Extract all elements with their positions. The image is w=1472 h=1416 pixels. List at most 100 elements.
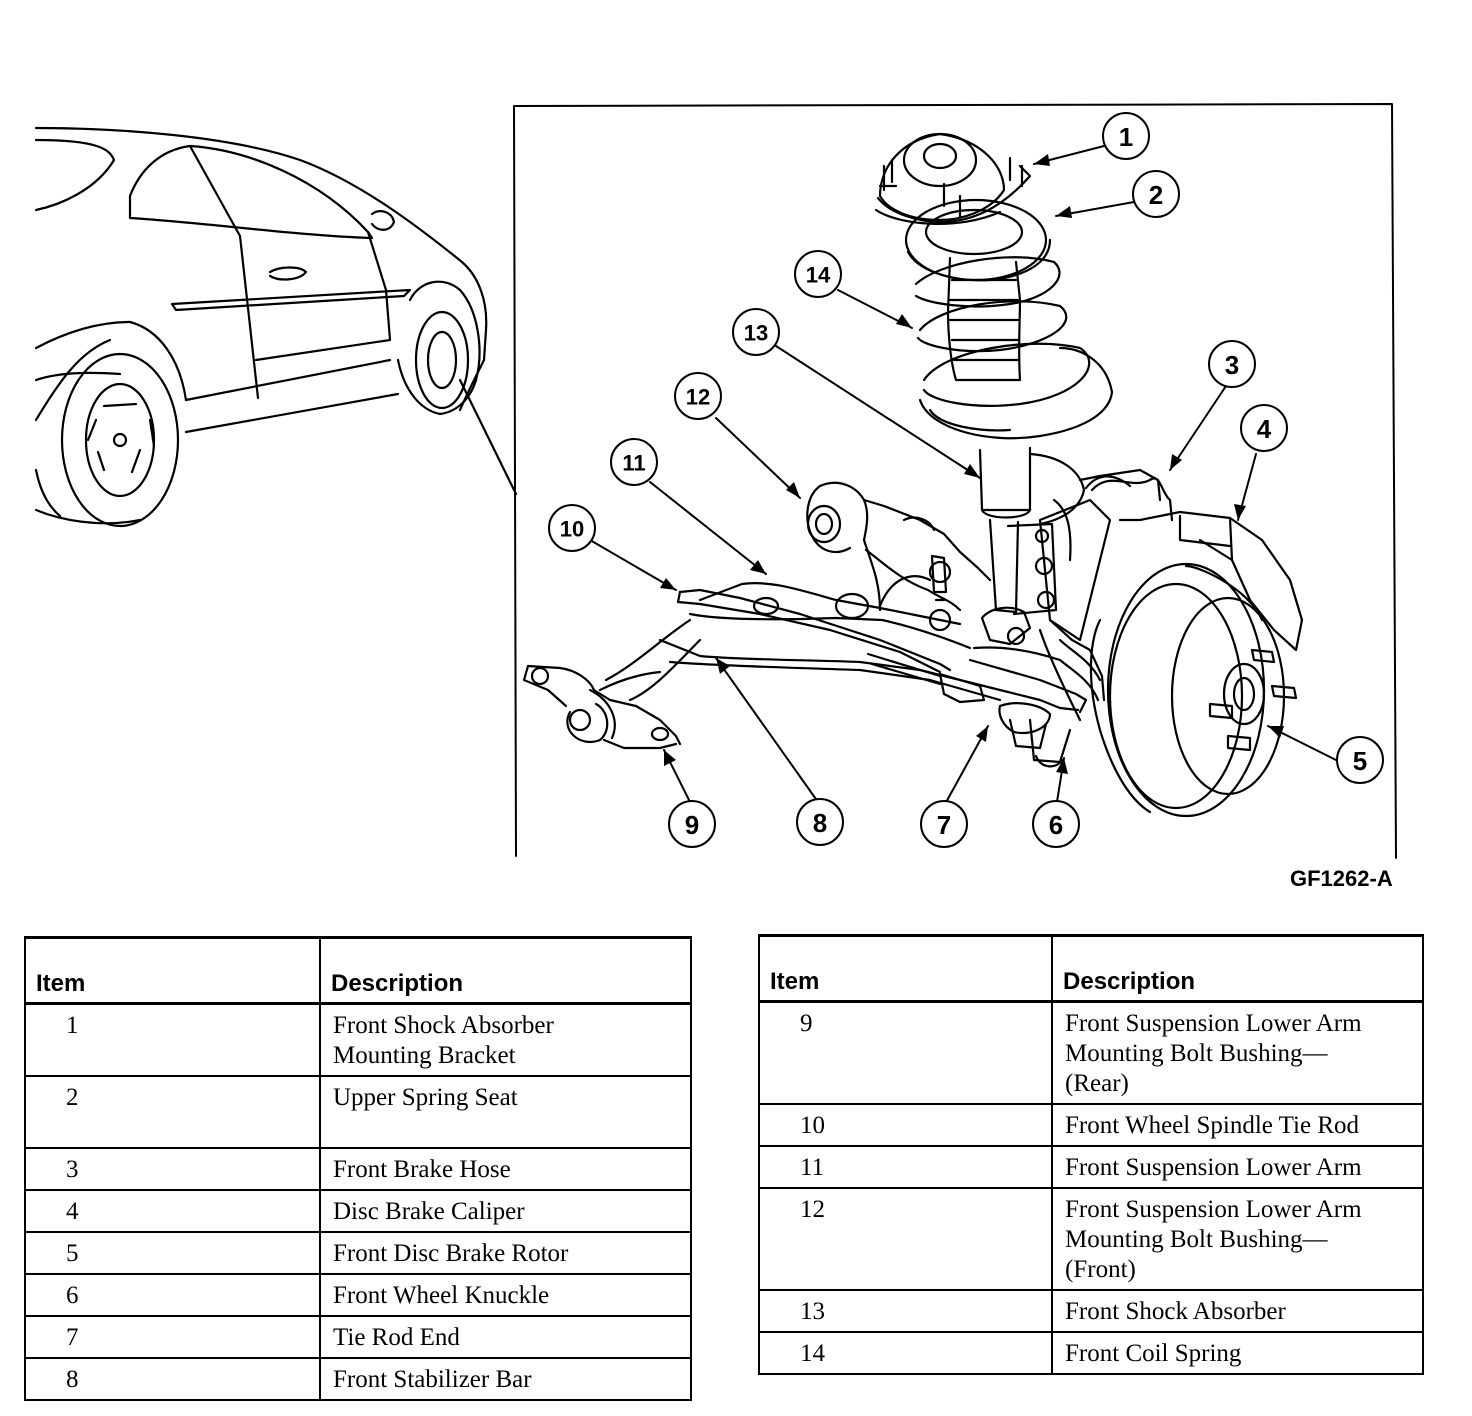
table-row: 2 Upper Spring Seat <box>24 1075 693 1149</box>
description-line: Front Shock Absorber <box>1065 1298 1286 1325</box>
item-description: Front Coil Spring <box>1051 1331 1424 1375</box>
callout-6: 6 <box>1049 810 1063 840</box>
item-number: 12 <box>757 1187 1054 1291</box>
description-line: Front Coil Spring <box>1065 1340 1242 1367</box>
description-line: Front Wheel Knuckle <box>332 1282 550 1309</box>
description-line: Front Suspension Lower Arm <box>1065 1010 1362 1037</box>
table-row: 7 Tie Rod End <box>24 1315 693 1359</box>
callout-12: 12 <box>686 385 710 410</box>
item-number: 5 <box>24 1231 321 1275</box>
callout-9-circle <box>668 800 716 848</box>
callout-6-circle <box>1032 800 1080 848</box>
item-number: 2 <box>24 1075 321 1149</box>
table-row: 14 Front Coil Spring <box>757 1331 1424 1375</box>
table-row: 10 Front Wheel Spindle Tie Rod <box>757 1103 1424 1147</box>
callout-4-circle <box>1240 404 1288 452</box>
callout-4: 4 <box>1257 414 1272 444</box>
item-description: Disc Brake Caliper <box>318 1189 693 1233</box>
callout-1-circle <box>1102 112 1150 160</box>
item-number: 7 <box>24 1315 321 1359</box>
callout-2: 2 <box>1149 180 1163 210</box>
item-number: 10 <box>757 1103 1054 1147</box>
item-description: Upper Spring Seat <box>318 1075 693 1149</box>
callout-3: 3 <box>1225 350 1239 380</box>
item-column-header: Item <box>24 936 321 1005</box>
callout-9: 9 <box>685 810 699 840</box>
item-number: 14 <box>757 1331 1054 1375</box>
description-column-header: Description <box>318 936 693 1005</box>
description-line: Front Stabilizer Bar <box>332 1366 532 1393</box>
description-line: Mounting Bolt Bushing— <box>1065 1226 1328 1253</box>
callout-11: 11 <box>622 451 645 476</box>
description-line: Front Disc Brake Rotor <box>332 1240 569 1267</box>
description-line: Front Suspension Lower Arm <box>1065 1154 1362 1181</box>
description-line: (Rear) <box>1065 1070 1129 1097</box>
callout-12-circle <box>674 372 722 420</box>
description-line: Front Brake Hose <box>332 1156 511 1183</box>
table-row: 3 Front Brake Hose <box>24 1147 693 1191</box>
description-column-header: Description <box>1051 934 1424 1003</box>
knuckle-rotor-assembly <box>1028 468 1304 818</box>
strut-assembly <box>874 132 1114 614</box>
description-line: Front Wheel Spindle Tie Rod <box>1065 1112 1360 1139</box>
callout-11-circle <box>610 438 658 486</box>
item-description: Front Suspension Lower Arm <box>1051 1145 1424 1189</box>
callout-3-circle <box>1208 340 1256 388</box>
callout-10: 10 <box>560 517 584 542</box>
item-number: 1 <box>24 1002 321 1077</box>
callout-8-circle <box>796 798 844 846</box>
callout-1: 1 <box>1119 122 1133 152</box>
item-description: Front Disc Brake Rotor <box>318 1231 693 1275</box>
car-illustration <box>34 126 518 528</box>
callout-8: 8 <box>813 808 827 838</box>
description-line: Tie Rod End <box>332 1324 460 1351</box>
item-description: Front Shock Absorber <box>1051 1289 1424 1333</box>
description-line: Front Shock Absorber <box>332 1012 554 1039</box>
callout-14: 14 <box>806 263 831 288</box>
callouts <box>548 112 1384 848</box>
item-number: 13 <box>757 1289 1054 1333</box>
table-header-row: Item Description <box>24 936 693 1005</box>
table-row: 13 Front Shock Absorber <box>757 1289 1424 1333</box>
table-row: 5 Front Disc Brake Rotor <box>24 1231 693 1275</box>
description-line: Mounting Bracket <box>332 1042 516 1069</box>
brake-hose <box>1084 475 1174 522</box>
item-description: Front Wheel Spindle Tie Rod <box>1051 1103 1424 1147</box>
description-line: (Front) <box>1065 1256 1136 1283</box>
callout-2-circle <box>1132 170 1180 218</box>
figure-id: GF1262-A <box>1290 866 1393 891</box>
table-row: 8 Front Stabilizer Bar <box>24 1357 693 1401</box>
callout-13: 13 <box>744 321 768 346</box>
item-description: Front Stabilizer Bar <box>318 1357 693 1401</box>
callout-5: 5 <box>1353 746 1367 776</box>
callout-7: 7 <box>937 810 951 840</box>
table-row: 6 Front Wheel Knuckle <box>24 1273 693 1317</box>
table-row: 11 Front Suspension Lower Arm <box>757 1145 1424 1189</box>
leader-arrowheads <box>660 154 1284 774</box>
item-number: 3 <box>24 1147 321 1191</box>
table-row: 4 Disc Brake Caliper <box>24 1189 693 1233</box>
description-line: Disc Brake Caliper <box>332 1198 525 1225</box>
description-line: Front Suspension Lower Arm <box>1065 1196 1362 1223</box>
callout-14-circle <box>794 250 842 298</box>
suspension-diagram: 1 2 3 4 5 6 7 8 9 10 11 12 13 14 <box>34 103 1397 859</box>
item-number: 9 <box>757 1000 1054 1105</box>
item-description: Front Brake Hose <box>318 1147 693 1191</box>
item-description: Tie Rod End <box>318 1315 693 1359</box>
callout-13-circle <box>732 308 780 356</box>
item-number: 6 <box>24 1273 321 1317</box>
table-header-row: Item Description <box>757 934 1424 1003</box>
callout-5-circle <box>1336 736 1384 784</box>
item-number: 4 <box>24 1189 321 1233</box>
parts-table-right: Item Description 9 Front Suspension Lowe… <box>757 934 1424 1375</box>
callout-7-circle <box>920 800 968 848</box>
description-line: Mounting Bolt Bushing— <box>1065 1040 1328 1067</box>
description-line: Upper Spring Seat <box>332 1084 518 1111</box>
leader-lines <box>589 145 1337 809</box>
